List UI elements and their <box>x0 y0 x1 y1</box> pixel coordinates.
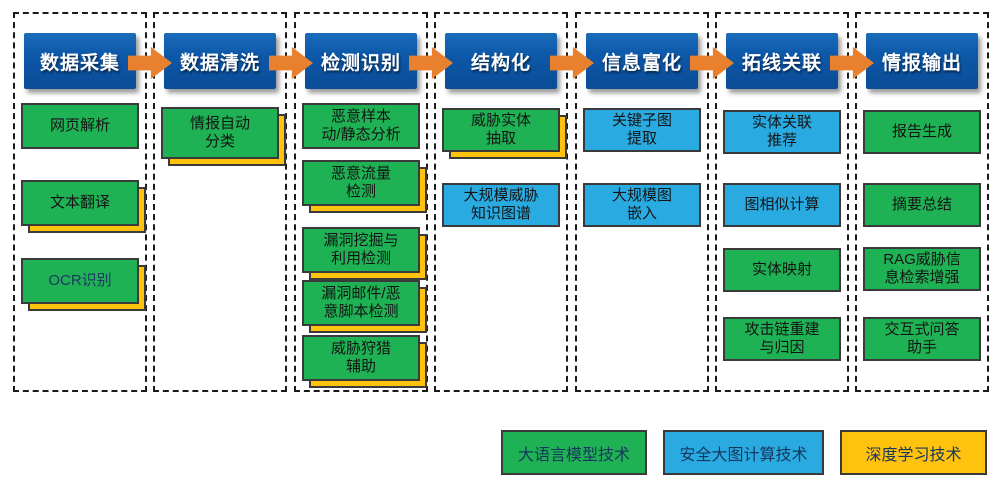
task-box-wrap: OCR识别 <box>21 258 146 311</box>
stage-header: 数据清洗 <box>164 33 276 89</box>
task-box-wrap: 文本翻译 <box>21 180 146 233</box>
stage-header: 情报输出 <box>866 33 978 89</box>
task-box-wrap: 网页解析 <box>21 103 139 149</box>
stage-header: 结构化 <box>445 33 557 89</box>
pipeline-column-5 <box>575 12 709 392</box>
task-box-wrap: 关键子图 提取 <box>583 108 701 152</box>
task-box: 大规模图 嵌入 <box>583 183 701 227</box>
task-box-wrap: 大规模图 嵌入 <box>583 183 701 227</box>
task-box: OCR识别 <box>21 258 139 304</box>
stage-header: 信息富化 <box>586 33 698 89</box>
pipeline-column-4 <box>434 12 568 392</box>
stage-header: 拓线关联 <box>726 33 838 89</box>
task-box: 恶意流量 检测 <box>302 160 420 206</box>
task-box: 摘要总结 <box>863 183 981 227</box>
task-box-wrap: RAG威胁信 息检索增强 <box>863 247 981 291</box>
task-box: 威胁实体 抽取 <box>442 108 560 152</box>
stage-header: 数据采集 <box>24 33 136 89</box>
task-box-wrap: 恶意样本 动/静态分析 <box>302 103 420 149</box>
pipeline-column-2 <box>153 12 287 392</box>
task-box: 大规模威胁 知识图谱 <box>442 183 560 227</box>
task-box: 实体关联 推荐 <box>723 110 841 154</box>
task-box-wrap: 实体映射 <box>723 248 841 292</box>
pipeline-column-1 <box>13 12 147 392</box>
task-box-wrap: 报告生成 <box>863 110 981 154</box>
task-box: 情报自动 分类 <box>161 107 279 159</box>
task-box: 关键子图 提取 <box>583 108 701 152</box>
task-box: 交互式问答 助手 <box>863 317 981 361</box>
task-box-wrap: 交互式问答 助手 <box>863 317 981 361</box>
task-box-wrap: 威胁实体 抽取 <box>442 108 567 159</box>
task-box: 漏洞挖掘与 利用检测 <box>302 227 420 273</box>
legend-item-llm: 大语言模型技术 <box>501 430 647 475</box>
task-box-wrap: 摘要总结 <box>863 183 981 227</box>
legend-item-dl: 深度学习技术 <box>840 430 987 475</box>
task-box-wrap: 恶意流量 检测 <box>302 160 427 213</box>
task-box: 威胁狩猎 辅助 <box>302 335 420 381</box>
pipeline-column-3 <box>294 12 428 392</box>
task-box-wrap: 漏洞挖掘与 利用检测 <box>302 227 427 280</box>
task-box: 文本翻译 <box>21 180 139 226</box>
task-box: 漏洞邮件/恶 意脚本检测 <box>302 280 420 326</box>
task-box: RAG威胁信 息检索增强 <box>863 247 981 291</box>
stage-header: 检测识别 <box>305 33 417 89</box>
task-box: 图相似计算 <box>723 183 841 227</box>
task-box: 攻击链重建 与归因 <box>723 317 841 361</box>
task-box: 网页解析 <box>21 103 139 149</box>
task-box-wrap: 情报自动 分类 <box>161 107 286 166</box>
pipeline-column-6 <box>715 12 849 392</box>
task-box-wrap: 图相似计算 <box>723 183 841 227</box>
task-box-wrap: 威胁狩猎 辅助 <box>302 335 427 388</box>
task-box: 恶意样本 动/静态分析 <box>302 103 420 149</box>
task-box-wrap: 实体关联 推荐 <box>723 110 841 154</box>
task-box-wrap: 漏洞邮件/恶 意脚本检测 <box>302 280 427 333</box>
task-box: 实体映射 <box>723 248 841 292</box>
task-box: 报告生成 <box>863 110 981 154</box>
task-box-wrap: 大规模威胁 知识图谱 <box>442 183 560 227</box>
legend-item-graph: 安全大图计算技术 <box>663 430 824 475</box>
task-box-wrap: 攻击链重建 与归因 <box>723 317 841 361</box>
pipeline-column-7 <box>855 12 989 392</box>
